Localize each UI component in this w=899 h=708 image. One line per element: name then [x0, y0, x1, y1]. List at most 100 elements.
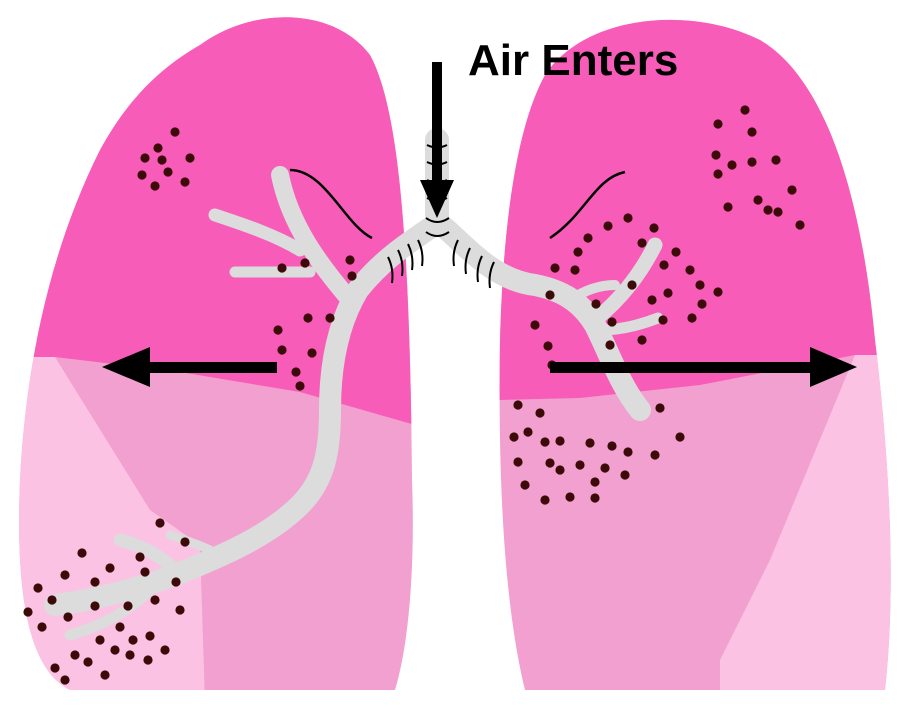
- alveolus-dot: [185, 153, 194, 162]
- alveolus-dot: [637, 335, 646, 344]
- alveolus-dot: [723, 202, 732, 211]
- alveolus-dot: [795, 220, 804, 229]
- alveolus-dot: [590, 493, 599, 502]
- alveolus-dot: [687, 313, 696, 322]
- alveolus-dot: [277, 345, 286, 354]
- alveolus-dot: [623, 447, 632, 456]
- alveolus-dot: [520, 480, 529, 489]
- alveolus-dot: [550, 263, 559, 272]
- alveolus-dot: [513, 400, 522, 409]
- alveolus-dot: [655, 403, 664, 412]
- alveolus-dot: [773, 207, 782, 216]
- alveolus-dot: [545, 458, 554, 467]
- alveolus-dot: [37, 622, 46, 631]
- alveolus-dot: [307, 348, 316, 357]
- alveolus-dot: [63, 612, 72, 621]
- alveolus-dot: [171, 577, 180, 586]
- alveolus-dot: [105, 563, 114, 572]
- alveolus-dot: [47, 595, 56, 604]
- alveolus-dot: [180, 537, 189, 546]
- alveolus-dot: [150, 595, 159, 604]
- alveolus-dot: [100, 670, 109, 679]
- alveolus-dot: [345, 255, 354, 264]
- alveolus-dot: [90, 601, 99, 610]
- alveolus-dot: [295, 381, 304, 390]
- alveolus-dot: [763, 205, 772, 214]
- alveolus-dot: [23, 607, 32, 616]
- alveolus-dot: [603, 221, 612, 230]
- alveolus-dot: [747, 157, 756, 166]
- alveolus-dot: [675, 432, 684, 441]
- alveolus-dot: [787, 185, 796, 194]
- alveolus-dot: [697, 299, 706, 308]
- alveolus-dot: [523, 427, 532, 436]
- alveolus-dot: [591, 299, 600, 308]
- alveolus-dot: [649, 223, 658, 232]
- alveolus-dot: [771, 155, 780, 164]
- alveolus-dot: [740, 105, 749, 114]
- alveolus-dot: [545, 290, 554, 299]
- alveolus-dot: [620, 470, 629, 479]
- alveolus-dot: [137, 170, 146, 179]
- alveolus-dot: [647, 295, 656, 304]
- alveolus-dot: [277, 263, 286, 272]
- alveolus-dot: [685, 265, 694, 274]
- alveolus-dot: [555, 465, 564, 474]
- alveolus-dot: [695, 280, 704, 289]
- alveolus-dot: [155, 518, 164, 527]
- alveolus-dot: [303, 313, 312, 322]
- alveolus-dot: [663, 288, 672, 297]
- alveolus-dot: [83, 657, 92, 666]
- alveolus-dot: [160, 645, 169, 654]
- alveolus-dot: [713, 287, 722, 296]
- alveolus-dot: [135, 552, 144, 561]
- alveolus-dot: [50, 663, 59, 672]
- alveolus-dot: [300, 258, 309, 267]
- alveolus-dot: [77, 548, 86, 557]
- alveolus-dot: [570, 265, 579, 274]
- alveolus-dot: [530, 320, 539, 329]
- alveolus-dot: [90, 577, 99, 586]
- alveolus-dot: [509, 432, 518, 441]
- alveolus-dot: [543, 341, 552, 350]
- alveolus-dot: [125, 650, 134, 659]
- alveolus-dot: [180, 177, 189, 186]
- alveolus-dot: [70, 650, 79, 659]
- alveolus-dot: [607, 317, 616, 326]
- alveolus-dot: [123, 601, 132, 610]
- alveolus-dot: [95, 635, 104, 644]
- alveolus-dot: [143, 655, 152, 664]
- alveolus-dot: [325, 313, 334, 322]
- alveolus-dot: [650, 450, 659, 459]
- alveolus-dot: [605, 340, 614, 349]
- alveolus-dot: [145, 631, 154, 640]
- alveolus-dot: [713, 119, 722, 128]
- alveolus-dot: [607, 441, 616, 450]
- alveolus-dot: [583, 233, 592, 242]
- alveolus-dot: [347, 271, 356, 280]
- alveolus-dot: [33, 583, 42, 592]
- alveolus-dot: [575, 460, 584, 469]
- air-enters-label: Air Enters: [468, 36, 678, 86]
- alveolus-dot: [555, 436, 564, 445]
- alveolus-dot: [573, 247, 582, 256]
- alveolus-dot: [753, 195, 762, 204]
- alveolus-dot: [565, 492, 574, 501]
- alveolus-dot: [140, 153, 149, 162]
- alveolus-dot: [658, 315, 667, 324]
- alveolus-dot: [513, 457, 522, 466]
- alveolus-dot: [150, 181, 159, 190]
- alveolus-dot: [153, 143, 162, 152]
- alveolus-dot: [659, 260, 668, 269]
- alveolus-dot: [623, 213, 632, 222]
- alveolus-dot: [540, 437, 549, 446]
- alveolus-dot: [747, 127, 756, 136]
- alveolus-dot: [600, 463, 609, 472]
- alveolus-dot: [60, 570, 69, 579]
- alveolus-dot: [590, 477, 599, 486]
- alveolus-dot: [713, 169, 722, 178]
- alveolus-dot: [291, 367, 300, 376]
- alveolus-dot: [585, 438, 594, 447]
- alveolus-dot: [157, 155, 166, 164]
